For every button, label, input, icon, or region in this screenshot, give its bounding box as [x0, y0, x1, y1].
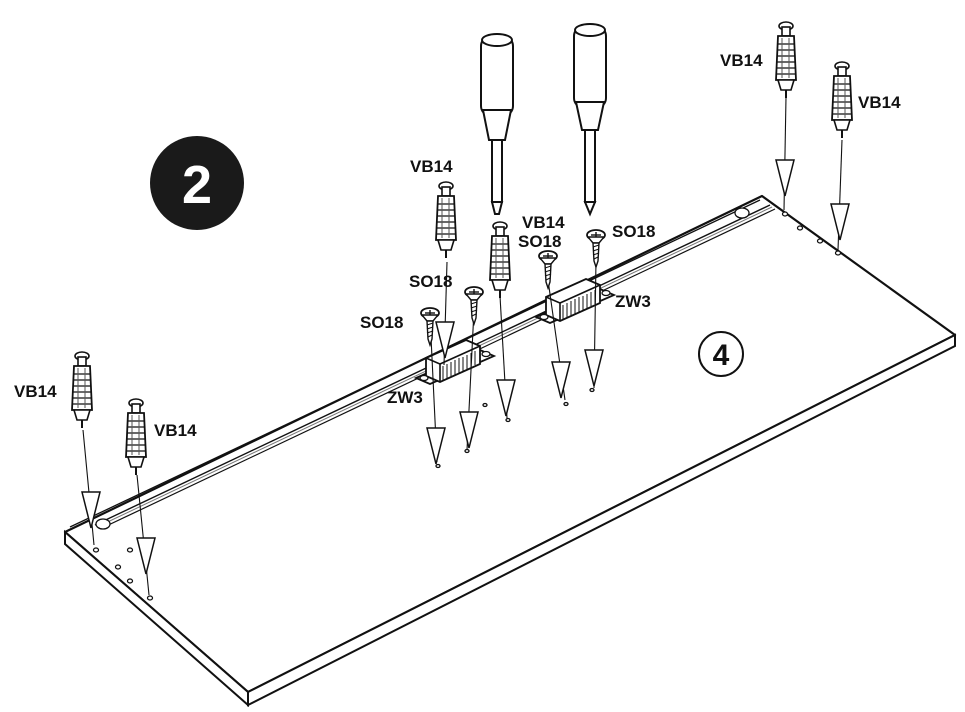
- step-number: 2: [182, 155, 212, 215]
- screwdriver-icon: [573, 23, 607, 217]
- cam-dowel-icon: [71, 351, 93, 429]
- label-so18: SO18: [612, 222, 655, 241]
- label-zw3: ZW3: [615, 292, 651, 311]
- label-vb14: VB14: [14, 382, 57, 401]
- screw-icon: [420, 307, 440, 346]
- cam-dowel-icon: [125, 398, 147, 476]
- screwdriver-icon: [480, 33, 514, 215]
- part-number-badge: 4: [698, 331, 744, 377]
- screw-icon: [538, 250, 558, 289]
- part-labels: VB14 VB14 VB14 VB14 VB14 VB14 SO18 SO18 …: [14, 51, 901, 440]
- label-so18: SO18: [518, 232, 561, 251]
- part-number: 4: [713, 339, 730, 372]
- label-vb14: VB14: [410, 157, 453, 176]
- cam-dowel-icon: [489, 221, 511, 299]
- label-vb14: VB14: [720, 51, 763, 70]
- label-vb14: VB14: [858, 93, 901, 112]
- cam-dowel-icon: [775, 21, 797, 99]
- label-so18: SO18: [360, 313, 403, 332]
- label-zw3: ZW3: [387, 388, 423, 407]
- label-so18: SO18: [409, 272, 452, 291]
- step-badge: 2: [150, 136, 244, 230]
- label-vb14: VB14: [154, 421, 197, 440]
- screw-icon: [464, 286, 484, 325]
- cam-dowel-icon: [435, 181, 457, 259]
- panel-board: [63, 194, 957, 708]
- screw-icon: [586, 229, 606, 268]
- panel-holes: [92, 207, 842, 601]
- label-vb14: VB14: [522, 213, 565, 232]
- cam-dowel-icon: [831, 61, 853, 139]
